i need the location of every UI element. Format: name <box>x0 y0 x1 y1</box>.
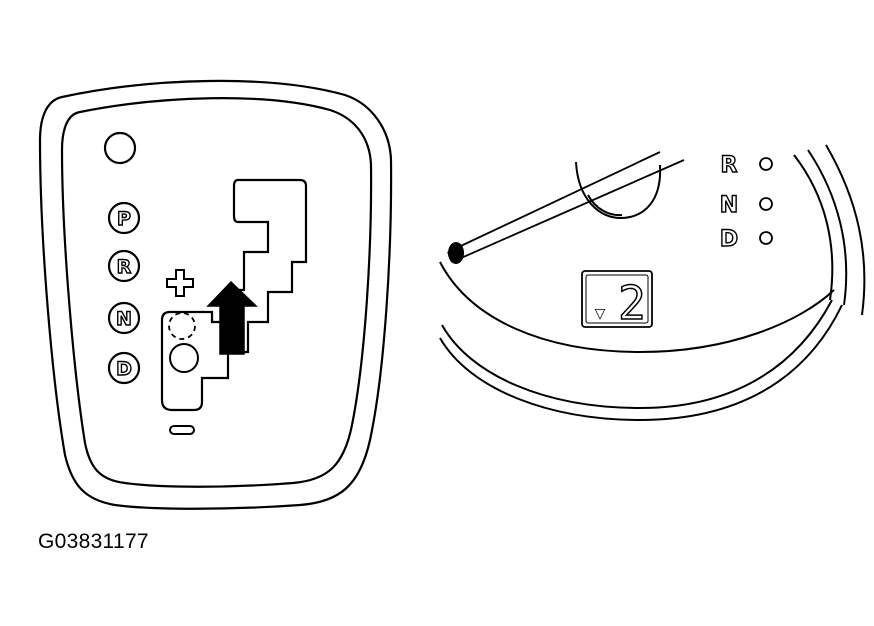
gear-d-ring <box>107 351 141 385</box>
needle-hub-inner <box>587 194 623 217</box>
lever-previous-position-icon <box>168 312 196 340</box>
top-button-icon <box>103 131 137 165</box>
needle-tip <box>448 242 464 264</box>
gear-d-label: D <box>116 358 132 380</box>
instrument-cluster <box>439 144 866 422</box>
needle-hub <box>575 161 662 220</box>
cluster-outer-arc-1 <box>441 299 833 410</box>
gear-n-ring <box>107 301 141 335</box>
cluster-gear-d-label: D <box>720 227 738 252</box>
cluster-gauge-arc <box>439 261 835 354</box>
plus-icon <box>166 269 194 297</box>
up-arrow-icon <box>206 280 258 355</box>
cluster-gear-n-label: N <box>720 193 738 218</box>
shift-gate-slot <box>160 178 308 412</box>
right-gauge-arc-1 <box>793 154 834 301</box>
figure-id: G03831177 <box>38 530 149 553</box>
cluster-outer-arc-2 <box>439 304 843 422</box>
cluster-gear-r-label: R <box>721 153 738 178</box>
shifter-bezel-inner <box>60 97 373 488</box>
gear-n-label: N <box>116 308 132 330</box>
shifter-bezel-outer <box>38 79 393 510</box>
right-gauge-arc-2 <box>807 149 848 306</box>
gear-n-indicator-icon <box>759 197 773 211</box>
gear-p-label: P <box>117 208 131 230</box>
gear-r-ring <box>107 249 141 283</box>
gear-display-box <box>581 270 653 328</box>
gear-d-indicator-icon <box>759 231 773 245</box>
right-gauge-arc-3 <box>825 144 866 316</box>
gear-display-inner <box>585 274 649 324</box>
gear-display-arrow: ▽ <box>595 306 606 322</box>
gear-display-number: 2 <box>618 276 646 330</box>
shifter-panel <box>38 79 393 510</box>
minus-icon <box>169 425 195 435</box>
lever-current-position-icon <box>169 343 199 373</box>
gear-p-ring <box>107 201 141 235</box>
gear-r-label: R <box>117 256 132 278</box>
gear-r-indicator-icon <box>759 157 773 171</box>
